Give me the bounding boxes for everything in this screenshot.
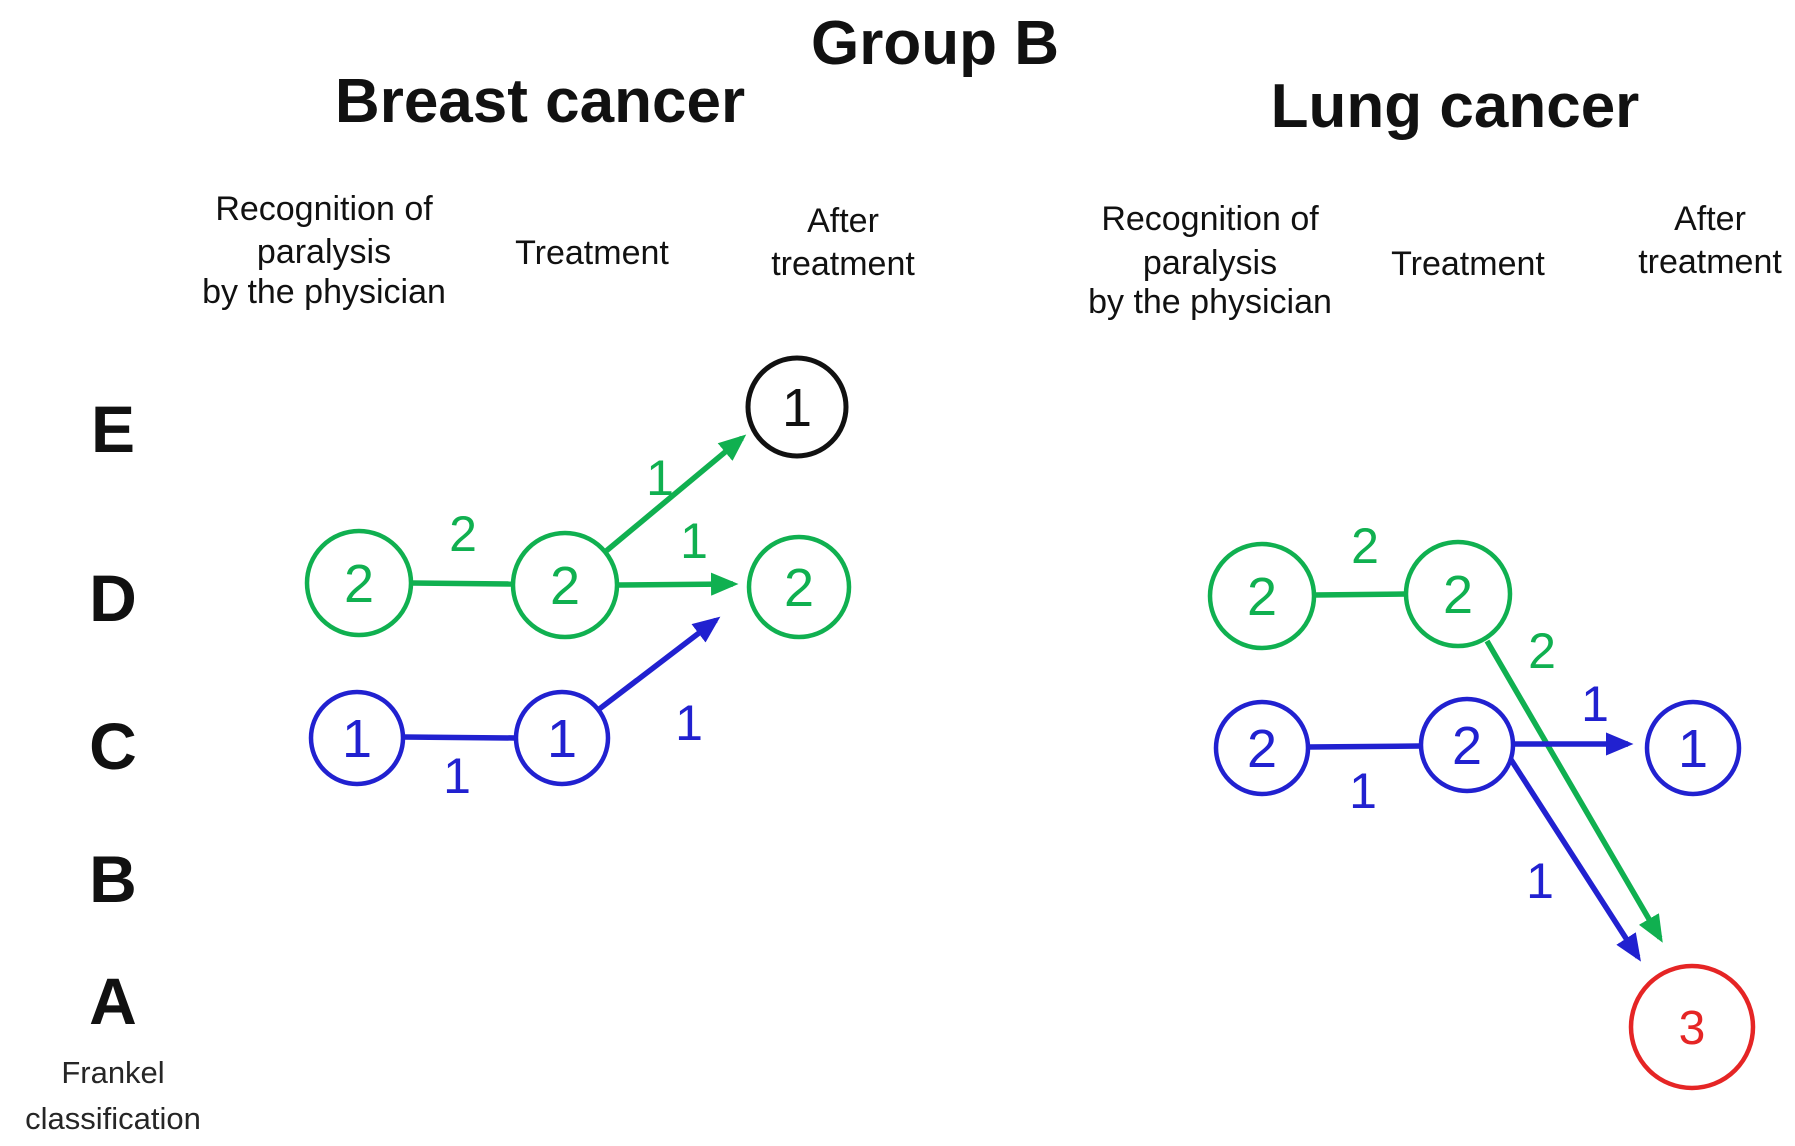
edge-breast-d-line-count-label: 2 (449, 506, 477, 562)
edge-breast-c-to-d-arrow-count-label: 1 (675, 695, 703, 751)
node-breast-after-d-count: 2 (784, 558, 814, 618)
edge-lung-c-to-c-arrow-count-label: 1 (1581, 676, 1609, 732)
edge-lung-d-line (1313, 591, 1407, 598)
node-breast-after-e-circle (745, 355, 849, 459)
node-breast-treatment-d-count: 2 (550, 556, 580, 616)
node-lung-treatment-d-circle (1403, 539, 1513, 649)
edge-breast-d-to-e-arrow-count-label: 1 (646, 450, 674, 506)
edge-lung-c-line-count-label: 1 (1349, 763, 1377, 819)
node-breast-treatment-c-circle (513, 689, 611, 787)
lung-col-treatment-line0: Treatment (1391, 245, 1545, 283)
edge-breast-c-line (402, 734, 517, 741)
lung-col-recognition-line2: by the physician (1088, 283, 1332, 321)
lung-col-after-treatment-line1: treatment (1638, 243, 1782, 281)
breast-col-recognition-line1: paralysis (257, 233, 391, 271)
frankel-grade-a: A (89, 964, 137, 1038)
node-lung-recognition-d-count: 2 (1247, 567, 1277, 627)
node-lung-after-c-circle (1644, 699, 1742, 797)
edge-lung-c-to-a-arrow (1505, 753, 1641, 962)
edge-breast-d-to-e-arrow (603, 434, 747, 555)
frankel-axis-caption-line1: classification (25, 1101, 201, 1136)
breast-col-after-treatment-line0: After (807, 202, 879, 240)
breast-col-after-treatment-line1: treatment (771, 245, 915, 283)
node-lung-after-a-circle (1628, 963, 1756, 1091)
node-breast-treatment-c-count: 1 (547, 709, 577, 769)
edge-breast-c-to-d-arrow (596, 616, 721, 713)
node-lung-recognition-c-circle (1213, 699, 1311, 797)
titles-layer: Group B Breast cancer Lung cancer (335, 9, 1639, 141)
node-breast-recognition-c-circle (308, 689, 406, 787)
lung-col-recognition-line0: Recognition of (1101, 200, 1319, 238)
node-lung-after-c-count: 1 (1678, 719, 1708, 779)
edge-lung-c-to-a-arrow-count-label: 1 (1526, 853, 1554, 909)
node-breast-after-d-circle (746, 534, 852, 640)
node-breast-recognition-d-circle (304, 528, 414, 638)
lung-col-recognition-line1: paralysis (1143, 244, 1277, 282)
edge-lung-d-to-a-arrow (1484, 639, 1663, 943)
edge-lung-d-line-count-label: 2 (1351, 518, 1379, 574)
node-breast-recognition-d-count: 2 (344, 554, 374, 614)
edge-lung-d-to-a-arrow-count-label: 2 (1528, 623, 1556, 679)
node-lung-treatment-d-count: 2 (1443, 565, 1473, 625)
node-lung-recognition-c-count: 2 (1247, 719, 1277, 779)
node-lung-after-a-count: 3 (1679, 1002, 1706, 1055)
edge-breast-d-line (410, 580, 514, 587)
frankel-grade-e: E (91, 392, 135, 466)
breast-col-recognition-line0: Recognition of (215, 190, 433, 228)
node-breast-recognition-c-count: 1 (342, 709, 372, 769)
frankel-grade-d: D (89, 561, 137, 635)
breast-col-recognition-line2: by the physician (202, 273, 446, 311)
breast-cancer-title: Breast cancer (335, 67, 745, 136)
node-lung-recognition-d-circle (1207, 541, 1317, 651)
node-lung-treatment-c-count: 2 (1452, 716, 1482, 776)
node-breast-treatment-d-circle (510, 530, 620, 640)
breast-col-treatment-line0: Treatment (515, 234, 669, 272)
lung-col-after-treatment-line0: After (1674, 200, 1746, 238)
edge-breast-d-to-d-arrow-count-label: 1 (680, 513, 708, 569)
edge-lung-c-line (1307, 743, 1422, 750)
lung-cancer-title: Lung cancer (1271, 72, 1640, 141)
frankel-axis-caption-line0: Frankel (61, 1055, 164, 1090)
group-title: Group B (811, 9, 1059, 78)
node-breast-after-e-count: 1 (782, 378, 812, 438)
edge-breast-c-line-count-label: 1 (443, 748, 471, 804)
frankel-grade-c: C (89, 709, 137, 783)
frankel-grade-b: B (89, 842, 137, 916)
edge-breast-d-to-d-arrow (618, 572, 739, 596)
node-lung-treatment-c-circle (1418, 696, 1516, 794)
